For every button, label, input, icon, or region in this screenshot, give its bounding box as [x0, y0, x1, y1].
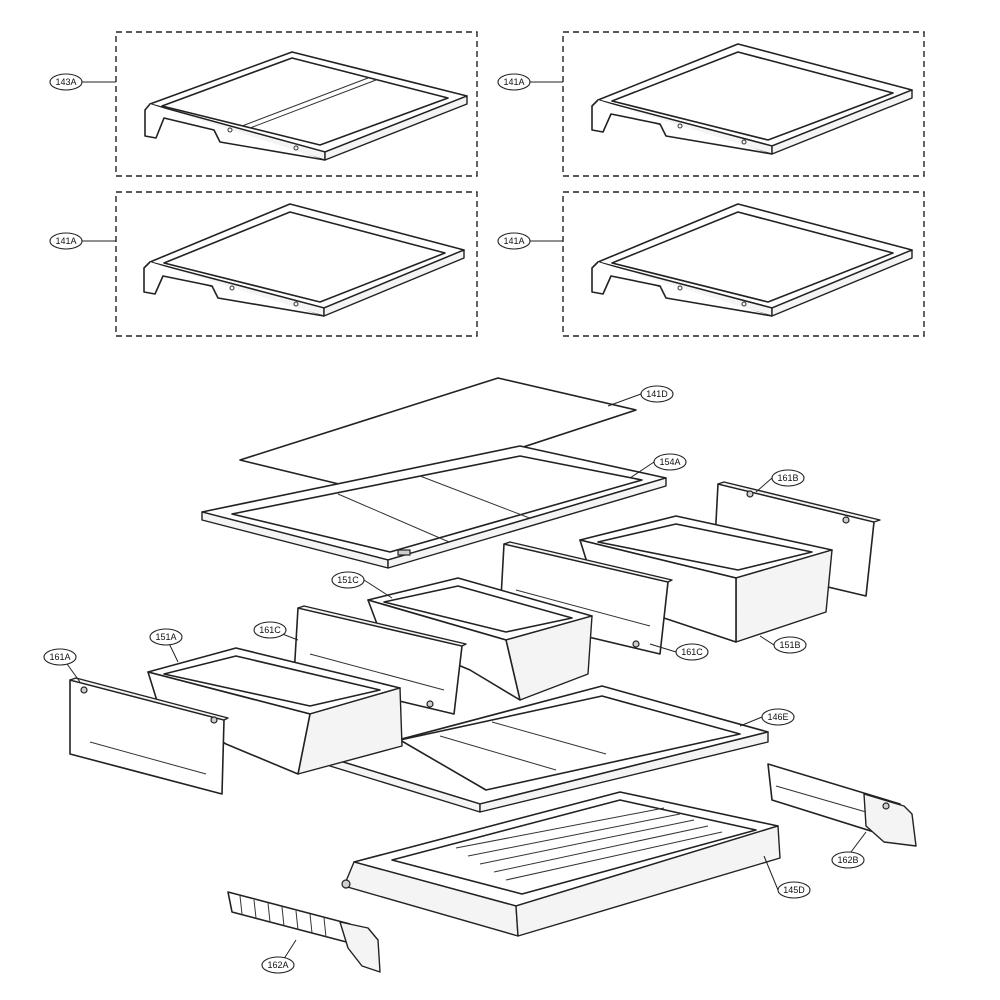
callout-151A-label: 151A: [155, 632, 176, 642]
shelf-assembly-141A-box-2: [115, 191, 478, 337]
callout-151B-label: 151B: [779, 640, 800, 650]
callout-161C-left: 161C: [253, 621, 287, 639]
bottom-tray-145D: [341, 791, 781, 937]
callout-141A-2-label: 141A: [55, 236, 76, 246]
callout-162B-label: 162B: [837, 855, 858, 865]
callout-145D: 145D: [777, 881, 811, 899]
shelf-141A-drawing-2: [143, 203, 465, 317]
callout-161A-label: 161A: [49, 652, 70, 662]
callout-141A-1: 141A: [497, 73, 531, 91]
callout-141A-3: 141A: [497, 232, 531, 250]
callout-161C-right: 161C: [675, 643, 709, 661]
crisper-drawer-151B: [579, 515, 833, 643]
callout-162A-label: 162A: [267, 960, 288, 970]
callout-141A-1-label: 141A: [503, 77, 524, 87]
glass-panel-141D: [239, 377, 637, 495]
callout-141D: 141D: [640, 385, 674, 403]
callout-141D-label: 141D: [646, 389, 668, 399]
drawer-divider-161A: [69, 677, 229, 795]
callout-161B: 161B: [771, 469, 805, 487]
shelf-assembly-143A-box: [115, 31, 478, 177]
callout-162A: 162A: [261, 956, 295, 974]
callout-161B-label: 161B: [777, 473, 798, 483]
crisper-cover-154A: [201, 445, 667, 569]
callout-151C-label: 151C: [337, 575, 359, 585]
callout-162B: 162B: [831, 851, 865, 869]
callout-145D-label: 145D: [783, 885, 805, 895]
callout-151C: 151C: [331, 571, 365, 589]
shelf-141A-drawing-1: [591, 43, 913, 155]
slide-rail-162B: [767, 763, 917, 847]
drawer-divider-161C-left: [293, 605, 467, 715]
callout-143A: 143A: [49, 73, 83, 91]
drawer-divider-161C-middle: [499, 541, 673, 655]
callout-154A: 154A: [653, 453, 687, 471]
callout-161C-right-label: 161C: [681, 647, 703, 657]
callout-154A-label: 154A: [659, 457, 680, 467]
callout-146E-label: 146E: [767, 712, 788, 722]
callout-161A: 161A: [43, 648, 77, 666]
callout-146E: 146E: [761, 708, 795, 726]
divider-plate-146E: [329, 685, 769, 813]
callout-141A-2: 141A: [49, 232, 83, 250]
callout-151B: 151B: [773, 636, 807, 654]
shelf-143A-drawing: [144, 51, 468, 161]
slide-rail-162A: [227, 891, 381, 973]
callout-151A: 151A: [149, 628, 183, 646]
shelf-141A-drawing-3: [591, 203, 913, 317]
callout-161C-left-label: 161C: [259, 625, 281, 635]
callout-141A-3-label: 141A: [503, 236, 524, 246]
crisper-drawer-151A: [147, 647, 403, 775]
callout-143A-label: 143A: [55, 77, 76, 87]
shelf-assembly-141A-box-3: [562, 191, 925, 337]
shelf-assembly-141A-box-1: [562, 31, 925, 177]
